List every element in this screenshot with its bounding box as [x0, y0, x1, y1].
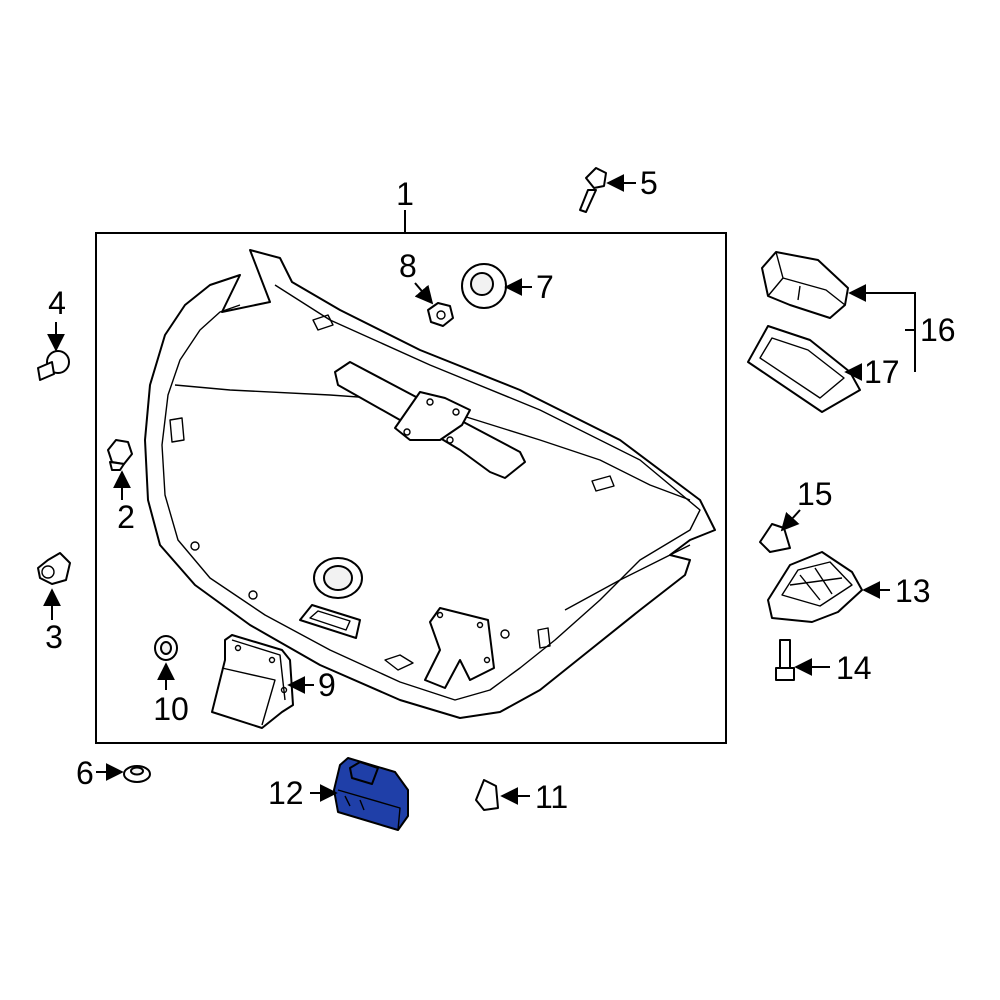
part-14-bolt — [775, 639, 795, 681]
part-2-clip — [107, 439, 133, 471]
part-5-bolt — [579, 167, 607, 213]
callout-14: 14 — [836, 650, 872, 686]
leader-line-16 — [848, 284, 916, 331]
callout-15: 15 — [797, 476, 833, 512]
callout-1: 1 — [396, 176, 414, 212]
part-7-grommet — [461, 263, 507, 309]
callout-12: 12 — [268, 775, 304, 811]
part-17-lens-frame — [747, 325, 861, 413]
part-16-lamp-housing — [761, 251, 849, 319]
callout-13: 13 — [895, 573, 931, 609]
callout-4: 4 — [48, 285, 66, 321]
part-10-nut — [154, 635, 178, 661]
part-12-switch-highlighted — [333, 757, 409, 831]
callout-6: 6 — [76, 755, 94, 791]
part-3-clip — [37, 552, 71, 585]
part-9-bracket — [211, 634, 294, 729]
callout-9: 9 — [318, 667, 336, 703]
leader-line-15 — [780, 509, 801, 532]
part-11-clip — [475, 779, 499, 811]
callout-11: 11 — [535, 779, 568, 815]
callout-16: 16 — [920, 312, 956, 348]
leader-line-8 — [414, 282, 434, 305]
trunk-lid-trim-panel — [144, 249, 716, 719]
part-13-cover — [767, 551, 863, 623]
callout-8: 8 — [399, 248, 417, 284]
callout-5: 5 — [640, 165, 658, 201]
part-8-nut — [427, 302, 454, 327]
assembly-frame — [95, 232, 727, 744]
callout-17: 17 — [864, 354, 900, 390]
callout-10: 10 — [153, 691, 189, 727]
callout-2: 2 — [117, 499, 135, 535]
part-6-washer — [123, 765, 151, 783]
callout-3: 3 — [45, 619, 63, 655]
callout-7: 7 — [536, 269, 554, 305]
part-4-screw — [37, 350, 70, 381]
part-15-clip — [759, 523, 791, 553]
